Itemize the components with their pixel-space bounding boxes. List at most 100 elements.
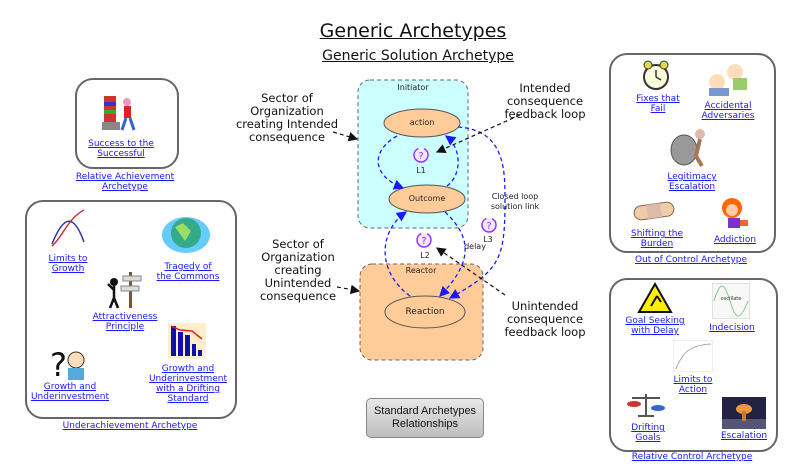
saturation-curve-icon xyxy=(673,340,713,372)
link-line: Limits to xyxy=(48,254,88,264)
link-line: Growth and xyxy=(43,382,97,392)
svg-text:?: ? xyxy=(421,236,426,247)
note-line: Sector of xyxy=(261,91,313,105)
link-line: Fail xyxy=(650,104,666,114)
loop-l1-icon: ? xyxy=(413,147,429,163)
link-goal-seeking-with-delay[interactable]: Goal Seeking with Delay xyxy=(625,316,684,336)
note-line: creating xyxy=(274,263,322,277)
link-line: Limits to xyxy=(673,375,713,385)
page-subtitle: Generic Solution Archetype xyxy=(322,48,514,64)
loop-l1-label: L1 xyxy=(416,166,426,175)
link-growth-underinvestment-drifting-standard[interactable]: Growth and Underinvestment with a Drifti… xyxy=(149,364,227,404)
link-action-outcome xyxy=(377,135,405,190)
link-growth-and-underinvestment[interactable]: Growth and Underinvestment xyxy=(31,382,109,402)
link-line: Goals xyxy=(635,433,661,443)
link-line: Legitimacy xyxy=(667,172,717,182)
link-attractiveness-principle[interactable]: Attractiveness Principle xyxy=(93,312,158,332)
button-line: Standard Archetypes xyxy=(373,405,477,417)
link-line: Relative Achievement xyxy=(75,172,175,182)
link-line: Adversaries xyxy=(701,111,755,121)
note-line: creating Intended xyxy=(235,117,339,131)
note-line: consequence xyxy=(506,312,584,326)
link-line: Growth xyxy=(51,264,85,274)
explosion-icon xyxy=(722,397,766,429)
action-node[interactable] xyxy=(383,108,461,138)
link-line: Underinvestment xyxy=(30,392,110,402)
frazzled-person-icon xyxy=(722,198,748,228)
link-outcome-reaction-delay xyxy=(439,211,466,297)
note-unintended-loop: Unintended consequence feedback loop xyxy=(504,300,585,339)
relative-achievement-group xyxy=(75,78,179,169)
oscillate-text: oscillate xyxy=(721,296,742,302)
link-line: Successful xyxy=(97,149,145,159)
alarm-clock-icon xyxy=(643,60,669,90)
link-action-reaction-closed-loop xyxy=(448,126,506,299)
note-line: Unintended xyxy=(511,299,579,313)
link-tragedy-of-the-commons[interactable]: Tragedy of the Commons xyxy=(157,262,220,282)
note-line: Organization xyxy=(250,104,324,118)
link-shifting-the-burden[interactable]: Shifting the Burden xyxy=(631,229,683,249)
closed-loop-label: Closed loop solution link xyxy=(491,192,539,212)
underachievement-archetype-link[interactable]: Underachievement Archetype xyxy=(62,421,198,431)
out-of-control-archetype-link[interactable]: Out of Control Archetype xyxy=(634,255,748,265)
note-line: consequence xyxy=(248,130,326,144)
scales-icon xyxy=(627,394,665,417)
signpost-icon xyxy=(107,272,142,309)
link-line: Drifting xyxy=(631,423,665,433)
note-line: Unintended xyxy=(264,276,332,290)
oscillation-chart-icon: oscillate xyxy=(712,283,750,319)
link-drifting-goals[interactable]: Drifting Goals xyxy=(631,423,665,443)
closed-loop-line: Closed loop xyxy=(491,192,539,201)
link-success-to-the-successful[interactable]: Success to the Successful xyxy=(88,139,154,159)
relative-control-archetype-link[interactable]: Relative Control Archetype xyxy=(631,452,753,462)
page-title: Generic Archetypes xyxy=(319,20,507,42)
link-escalation[interactable]: Escalation xyxy=(720,431,768,441)
reactor-label: Reactor xyxy=(405,266,437,275)
svg-text:?: ? xyxy=(418,151,423,162)
note-line: Intended xyxy=(519,81,571,95)
svg-text:?: ? xyxy=(486,221,491,232)
curves-icon xyxy=(51,209,85,247)
note-line: Organization xyxy=(261,250,335,264)
declining-bars-icon xyxy=(168,323,206,359)
fighting-kids-icon xyxy=(709,64,747,96)
link-legitimacy-escalation[interactable]: Legitimacy Escalation xyxy=(667,172,716,192)
link-indecision[interactable]: Indecision xyxy=(709,323,755,333)
initiator-label: Initiator xyxy=(397,83,429,92)
link-line: Standard xyxy=(167,394,209,404)
warning-sign-icon xyxy=(637,282,673,313)
note-line: consequence xyxy=(259,289,337,303)
link-line: Action xyxy=(678,385,708,395)
link-line: Growth and xyxy=(161,364,215,374)
books-cart-icon xyxy=(102,96,136,131)
link-limits-to-action[interactable]: Limits to Action xyxy=(674,375,713,395)
note-line: Sector of xyxy=(272,237,324,251)
link-line: Success to the xyxy=(88,139,154,149)
link-limits-to-growth[interactable]: Limits to Growth xyxy=(49,254,88,274)
link-fixes-that-fail[interactable]: Fixes that Fail xyxy=(636,94,679,114)
loop-l2-label: L2 xyxy=(420,251,430,260)
link-line: with Delay xyxy=(631,326,679,336)
link-line: Goal Seeking xyxy=(625,316,685,326)
link-addiction[interactable]: Addiction xyxy=(713,235,757,245)
note-unintended-sector: Sector of Organization creating Unintend… xyxy=(260,238,336,303)
closed-loop-line: solution link xyxy=(490,202,540,211)
link-line: Accidental xyxy=(704,101,752,111)
action-label: action xyxy=(409,118,435,127)
loop-l3-icon: ? xyxy=(481,217,497,233)
link-accidental-adversaries[interactable]: Accidental Adversaries xyxy=(702,101,755,121)
link-line: the Commons xyxy=(156,272,220,282)
relative-achievement-archetype-link[interactable]: Relative Achievement Archetype xyxy=(76,172,174,192)
reaction-node[interactable] xyxy=(384,295,466,329)
button-line: Relationships xyxy=(391,418,459,430)
note-line: feedback loop xyxy=(504,107,586,121)
link-line: with a Drifting xyxy=(156,384,220,394)
link-line: Principle xyxy=(105,322,145,332)
note-line: consequence xyxy=(506,94,584,108)
link-line: Shifting the xyxy=(630,229,684,239)
outcome-node[interactable] xyxy=(388,184,466,214)
link-line: Burden xyxy=(640,239,674,249)
link-outcome-action xyxy=(444,135,459,187)
